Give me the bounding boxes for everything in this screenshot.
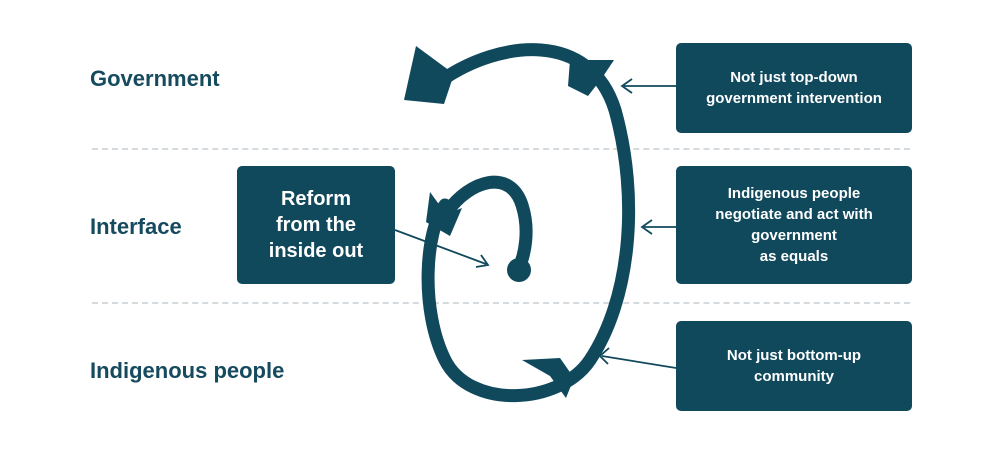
indigenous-note-line-1: Not just bottom-up xyxy=(726,347,862,364)
reform-box-line-1: Reform xyxy=(280,188,351,210)
interface-note-line-4: as equals xyxy=(759,248,829,265)
chevron-inner-icon xyxy=(426,192,462,236)
divider-bottom xyxy=(92,302,910,304)
chevron-top-icon xyxy=(568,60,614,96)
indigenous-note-line-2: community xyxy=(753,368,834,385)
interface-note-line-1: Indigenous people xyxy=(727,185,861,202)
spiral-center-dot xyxy=(507,258,531,282)
interface-note-line-3: government xyxy=(751,227,837,244)
government-note-line-1: Not just top-down xyxy=(730,69,858,86)
government-note-box: Not just top-down government interventio… xyxy=(676,43,912,133)
reform-box: Reform from the inside out xyxy=(237,166,395,284)
connector-middle-arrow xyxy=(640,219,676,235)
reform-box-line-2: from the xyxy=(275,214,356,236)
indigenous-note-box: Not just bottom-up community xyxy=(676,321,912,411)
chevron-bottom-icon xyxy=(522,358,574,398)
reform-box-line-3: inside out xyxy=(268,240,364,262)
row-label-indigenous-people: Indigenous people xyxy=(90,358,285,383)
connector-center-arrow xyxy=(394,229,490,268)
row-label-interface: Interface xyxy=(90,214,182,239)
row-label-government: Government xyxy=(90,66,220,91)
inner-spiral-arrow xyxy=(440,175,533,277)
interface-note-line-2: negotiate and act with xyxy=(715,206,873,223)
connector-top-arrow xyxy=(620,78,676,94)
divider-top xyxy=(92,148,910,150)
connector-bottom-arrow xyxy=(598,347,677,369)
interface-note-box: Indigenous people negotiate and act with… xyxy=(676,166,912,284)
outer-loop-arrow xyxy=(421,43,636,403)
outer-arrowhead-icon xyxy=(404,46,454,104)
government-note-line-2: government intervention xyxy=(706,90,882,107)
